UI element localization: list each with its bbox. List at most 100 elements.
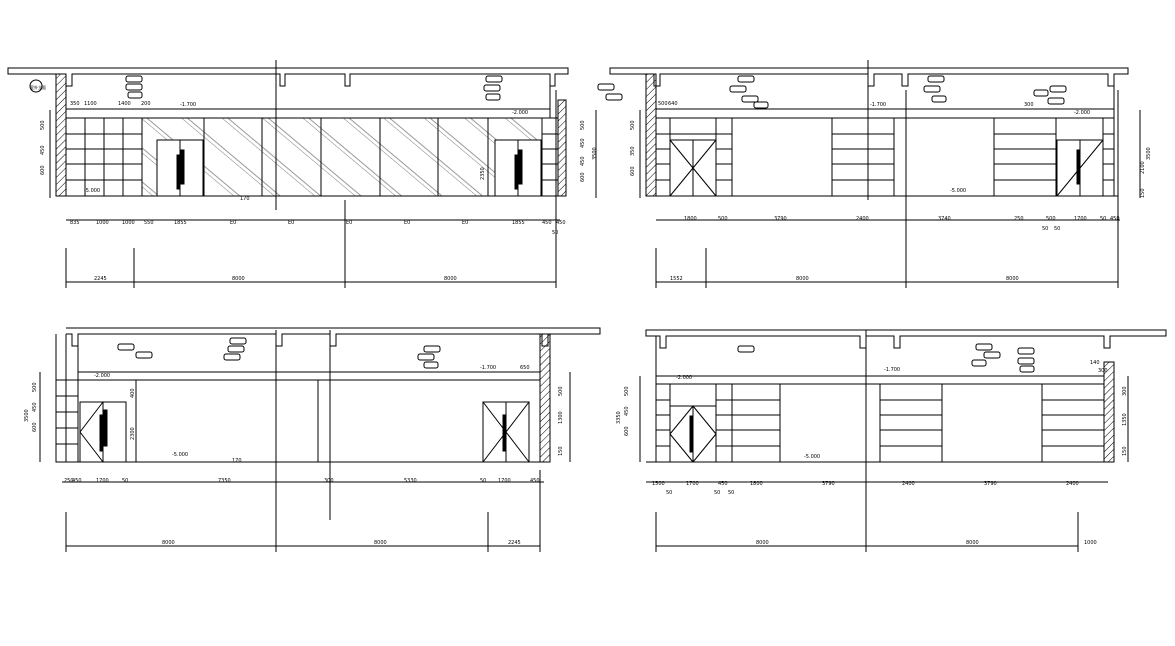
dim-a-b5: E0 bbox=[230, 220, 236, 226]
dim-b-right-0: 3500 bbox=[1146, 147, 1152, 160]
dim-c-door-h: 2300 bbox=[130, 427, 136, 440]
dim-c-b2: 1700 bbox=[96, 478, 109, 484]
dim-c-right-3: 150 bbox=[558, 446, 564, 456]
dim-c-left-0: 500 bbox=[32, 382, 38, 392]
dim-c-b7: 50 bbox=[480, 478, 486, 484]
dim-a-b8: E0 bbox=[404, 220, 410, 226]
dim-c-b4: 7350 bbox=[218, 478, 231, 484]
left-tile-panel bbox=[655, 383, 671, 463]
stone-blocks bbox=[117, 337, 441, 369]
dim-d-small-1: 50 bbox=[714, 490, 720, 496]
dim-b-b2: 3790 bbox=[774, 216, 787, 222]
dim-a-b7: E0 bbox=[346, 220, 352, 226]
dim-d-left-1: 450 bbox=[624, 406, 630, 416]
dim-d-right-2: 150 bbox=[1122, 446, 1128, 456]
dim-a-right-3: 600 bbox=[580, 172, 586, 182]
dim-b-axis-1: 8000 bbox=[796, 276, 809, 282]
dim-b-b9: 450 bbox=[1110, 216, 1120, 222]
dim-d-axis-1: 8000 bbox=[966, 540, 979, 546]
dim-d-b1: 1700 bbox=[686, 481, 699, 487]
elevation-d bbox=[639, 329, 1167, 552]
dim-c-axis-2: 2245 bbox=[508, 540, 521, 546]
level-c-left: -2.000 bbox=[94, 373, 110, 379]
level-b-top: -1.700 bbox=[870, 102, 886, 108]
dim-b-b7: 1700 bbox=[1074, 216, 1087, 222]
dim-b-b4: 3740 bbox=[938, 216, 951, 222]
dim-a-b10: 1855 bbox=[512, 220, 525, 226]
dim-b-right-2: 150 bbox=[1140, 188, 1146, 198]
dim-b-right-1: 2100 bbox=[1140, 161, 1146, 174]
dim-a-height: 3500 bbox=[592, 147, 598, 160]
level-d-left: -2.000 bbox=[676, 375, 692, 381]
dim-a-wall-2: 600 bbox=[40, 165, 46, 175]
dim-a-wall-1: 450 bbox=[40, 145, 46, 155]
slab-outline bbox=[609, 67, 1129, 87]
dim-d-small-2: 50 bbox=[728, 490, 734, 496]
right-column bbox=[539, 333, 551, 463]
dim-c-right-2: 1300 bbox=[558, 411, 564, 424]
dim-d-left-2: 600 bbox=[624, 426, 630, 436]
panel-d-right bbox=[1041, 383, 1105, 463]
dim-c-b1: 450 bbox=[72, 478, 82, 484]
dim-d-b5: 2400 bbox=[902, 481, 915, 487]
dim-c-right-1: 500 bbox=[558, 386, 564, 396]
dim-a-axis-1: 8000 bbox=[232, 276, 245, 282]
level-a-right: -2.000 bbox=[512, 110, 528, 116]
dim-d-right-1: 1350 bbox=[1122, 413, 1128, 426]
left-tile-panel bbox=[65, 117, 143, 197]
dim-b-b6: 500 bbox=[1046, 216, 1056, 222]
dim-a-top-1: 1100 bbox=[84, 101, 97, 107]
dim-a-axis-2: 8000 bbox=[444, 276, 457, 282]
panel-b-mid bbox=[831, 117, 895, 197]
dim-a-b3: 550 bbox=[144, 220, 154, 226]
dim-c-mid-h: 400 bbox=[130, 388, 136, 398]
dim-a-axis-0: 2245 bbox=[94, 276, 107, 282]
dim-a-b2: 1000 bbox=[122, 220, 135, 226]
dim-a-top-0: 350 bbox=[70, 101, 80, 107]
dim-a-door-h: 2350 bbox=[480, 167, 486, 180]
dim-d-b6: 3790 bbox=[984, 481, 997, 487]
level-d-top: 140 bbox=[1090, 360, 1100, 366]
right-column bbox=[1103, 361, 1115, 463]
dim-a-right-0: 500 bbox=[580, 120, 586, 130]
stone-blocks bbox=[125, 75, 503, 101]
section-symbol bbox=[29, 79, 43, 93]
dim-d-b2: 450 bbox=[718, 481, 728, 487]
dim-b-axis-2: 8000 bbox=[1006, 276, 1019, 282]
panel-d-left bbox=[715, 383, 781, 463]
dim-b-small-1: 50 bbox=[1054, 226, 1060, 232]
left-column bbox=[645, 73, 657, 197]
dim-c-b6: 5330 bbox=[404, 478, 417, 484]
dim-a-b4: 1855 bbox=[174, 220, 187, 226]
level-d-top2: 300 bbox=[1098, 368, 1108, 374]
level-d-right: -1.700 bbox=[884, 367, 900, 373]
dim-d-small-0: 50 bbox=[666, 490, 672, 496]
right-tile-panel bbox=[541, 117, 559, 197]
stone-blocks bbox=[597, 75, 1067, 109]
level-a-top: -1.700 bbox=[180, 102, 196, 108]
right-column bbox=[557, 99, 567, 197]
dim-b-b3: 2400 bbox=[856, 216, 869, 222]
dim-b-b8: 50 bbox=[1100, 216, 1106, 222]
level-c-right: -1.700 bbox=[480, 365, 496, 371]
dim-a-b11: 450 bbox=[542, 220, 552, 226]
dim-d-axis-2: 1000 bbox=[1084, 540, 1097, 546]
dim-a-top-2: 1400 bbox=[118, 101, 131, 107]
elevation-a bbox=[7, 60, 597, 288]
slab-outline bbox=[66, 327, 601, 347]
dim-b-b1: 500 bbox=[718, 216, 728, 222]
dim-b-axis-0: 1552 bbox=[670, 276, 683, 282]
level-b-right: -2.000 bbox=[1074, 110, 1090, 116]
elevation-b bbox=[597, 60, 1141, 288]
dim-b-left-0: 500 bbox=[630, 120, 636, 130]
dim-d-b0: 1500 bbox=[652, 481, 665, 487]
dim-d-axis-0: 8000 bbox=[756, 540, 769, 546]
dim-a-b12: 450 bbox=[556, 220, 566, 226]
dim-d-b7: 2400 bbox=[1066, 481, 1079, 487]
panel-b-right bbox=[993, 117, 1057, 197]
dim-a-wall-0: 500 bbox=[40, 120, 46, 130]
left-column bbox=[55, 73, 67, 197]
dim-a-b9: E0 bbox=[462, 220, 468, 226]
left-tile-panel bbox=[655, 117, 733, 197]
